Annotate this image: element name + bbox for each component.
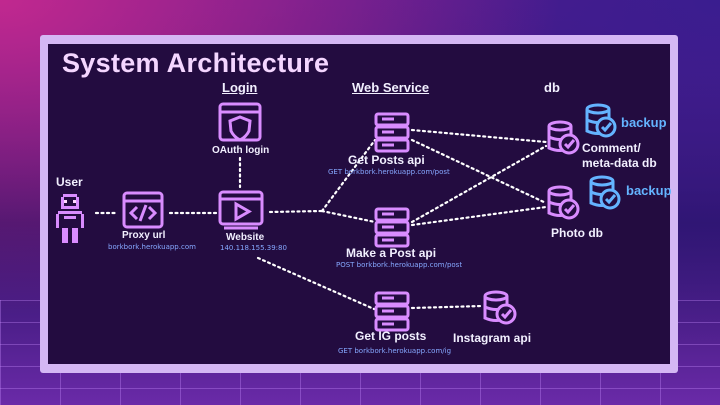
header-db: db bbox=[544, 80, 560, 95]
header-login: Login bbox=[222, 80, 258, 95]
server-stack-icon bbox=[374, 291, 410, 332]
proxy-label: Proxy url bbox=[122, 230, 166, 241]
website-label: Website bbox=[226, 232, 265, 243]
connector-getposts-photodb bbox=[410, 138, 548, 205]
photo-db-label: Photo db bbox=[551, 226, 603, 240]
connector-hub-makepost bbox=[320, 209, 377, 224]
connector-website-getig bbox=[256, 256, 376, 311]
server-stack-icon bbox=[374, 207, 410, 248]
get-posts-label: Get Posts api bbox=[348, 153, 425, 167]
connector-getposts-commentdb bbox=[410, 128, 548, 144]
database-check-icon bbox=[547, 120, 580, 155]
database-check-icon bbox=[547, 185, 580, 220]
instagram-api-label: Instagram api bbox=[453, 331, 532, 345]
comment-db-label-line2: meta-data db bbox=[582, 156, 657, 170]
connector-website-hub bbox=[268, 209, 324, 214]
connector-getig-instagram bbox=[410, 304, 484, 310]
page-title: System Architecture bbox=[62, 48, 330, 78]
get-ig-endpoint: GET borkbork.herokuapp.com/ig bbox=[338, 347, 452, 355]
shield-window-icon bbox=[218, 102, 262, 142]
oauth-label: OAuth login bbox=[212, 145, 270, 156]
proxy-url: borkbork.herokuapp.com bbox=[108, 243, 196, 251]
get-posts-endpoint: GET borkbork.herokuapp.com/post bbox=[328, 168, 450, 176]
get-ig-label: Get IG posts bbox=[355, 329, 427, 343]
make-post-label: Make a Post api bbox=[346, 246, 437, 260]
connector-hub-getposts bbox=[320, 138, 377, 213]
pixel-person-icon bbox=[56, 194, 84, 243]
database-check-icon bbox=[483, 290, 517, 325]
connector-makepost-photodb bbox=[410, 205, 548, 227]
play-window-icon bbox=[218, 190, 264, 230]
database-check-icon bbox=[585, 103, 617, 138]
connector-makepost-commentdb bbox=[410, 144, 548, 224]
website-address: 140.118.155.39:80 bbox=[220, 244, 287, 252]
database-check-icon bbox=[589, 175, 621, 210]
server-stack-icon bbox=[374, 112, 410, 153]
connectors bbox=[94, 128, 548, 311]
comment-db-label-line1: Comment/ bbox=[582, 141, 641, 155]
backup-label: backup bbox=[621, 115, 667, 130]
backup-label: backup bbox=[626, 183, 672, 198]
code-window-icon bbox=[122, 191, 164, 229]
header-web-service: Web Service bbox=[352, 80, 430, 95]
user-label: User bbox=[56, 175, 83, 189]
make-post-endpoint: POST borkbork.herokuapp.com/post bbox=[336, 261, 463, 269]
